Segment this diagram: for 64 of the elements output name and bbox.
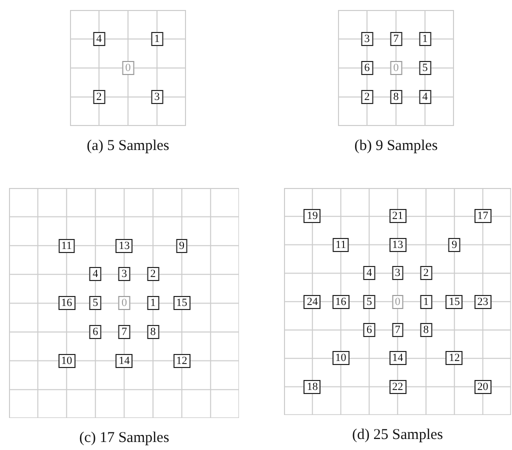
sample-marker: 11 xyxy=(58,238,75,253)
sample-marker: 4 xyxy=(419,90,431,104)
sample-marker: 1 xyxy=(420,294,432,309)
sample-marker: 3 xyxy=(361,32,373,46)
sample-marker: 2 xyxy=(420,266,432,280)
sample-marker: 2 xyxy=(93,90,105,104)
sample-marker: 11 xyxy=(332,238,350,252)
sample-marker: 14 xyxy=(116,354,133,368)
figure-caption: (a) 5 Samples xyxy=(86,138,170,155)
sample-grid xyxy=(9,188,240,418)
sample-marker: 24 xyxy=(304,294,321,309)
sample-marker: 4 xyxy=(90,267,102,282)
sample-grid xyxy=(284,188,512,416)
sample-marker: 12 xyxy=(446,351,463,366)
sample-marker: 6 xyxy=(363,323,375,337)
sample-marker: 19 xyxy=(304,209,321,224)
figure-caption: (d) 25 Samples xyxy=(352,427,443,444)
center-sample-marker: 0 xyxy=(390,61,402,75)
sample-marker: 3 xyxy=(151,90,163,104)
sample-marker: 5 xyxy=(90,296,102,310)
sample-marker: 2 xyxy=(147,267,159,282)
sample-marker: 10 xyxy=(58,354,76,368)
sample-marker: 23 xyxy=(474,294,492,309)
sample-marker: 6 xyxy=(361,61,373,75)
sample-marker: 9 xyxy=(176,238,188,253)
sample-marker: 17 xyxy=(474,209,492,224)
sample-marker: 7 xyxy=(118,325,130,339)
sample-marker: 1 xyxy=(419,32,431,46)
sample-marker: 4 xyxy=(363,266,375,280)
sample-marker: 9 xyxy=(448,238,460,252)
sample-marker: 7 xyxy=(390,32,402,46)
sample-marker: 16 xyxy=(58,296,76,310)
sample-marker: 1 xyxy=(151,32,163,46)
sample-marker: 15 xyxy=(173,296,190,310)
sample-marker: 8 xyxy=(420,323,432,337)
sample-marker: 5 xyxy=(419,61,431,75)
sample-grid xyxy=(70,10,186,126)
sample-grid xyxy=(338,10,454,126)
sample-marker: 13 xyxy=(116,238,133,253)
sample-marker: 3 xyxy=(118,267,130,282)
sample-marker: 22 xyxy=(389,380,406,394)
figure-caption: (c) 17 Samples xyxy=(79,430,170,448)
sample-marker: 8 xyxy=(147,325,159,339)
sample-marker: 3 xyxy=(392,266,404,280)
center-sample-marker: 0 xyxy=(392,294,404,309)
sample-marker: 4 xyxy=(93,32,105,46)
center-sample-marker: 0 xyxy=(118,296,130,310)
sample-marker: 10 xyxy=(332,351,350,366)
sample-marker: 8 xyxy=(390,90,402,104)
sample-marker: 1 xyxy=(147,296,159,310)
sample-marker: 6 xyxy=(90,325,102,339)
sample-marker: 5 xyxy=(363,294,375,309)
sample-marker: 7 xyxy=(392,323,404,337)
sample-marker: 16 xyxy=(332,294,350,309)
sample-marker: 2 xyxy=(361,90,373,104)
sample-marker: 12 xyxy=(173,354,190,368)
sample-marker: 14 xyxy=(389,351,406,366)
figure-caption: (b) 9 Samples xyxy=(354,138,438,155)
center-sample-marker: 0 xyxy=(122,61,134,75)
sample-marker: 15 xyxy=(446,294,463,309)
sample-marker: 20 xyxy=(474,380,492,394)
sample-marker: 21 xyxy=(389,209,406,224)
sample-marker: 18 xyxy=(304,380,321,394)
sample-marker: 13 xyxy=(389,238,406,252)
